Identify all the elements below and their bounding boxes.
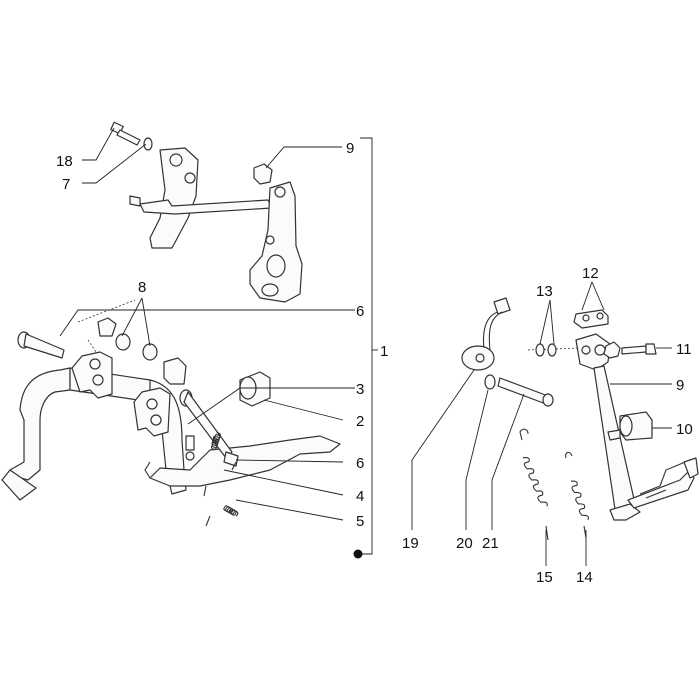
callout-6-lower: 6 bbox=[356, 455, 364, 472]
callout-4: 4 bbox=[356, 488, 364, 505]
bolt-18 bbox=[110, 121, 141, 146]
spring-5 bbox=[205, 461, 239, 527]
group-bracket bbox=[360, 137, 378, 555]
side-stand-10 bbox=[575, 333, 699, 521]
bolt-12 bbox=[603, 341, 657, 359]
spring-4 bbox=[203, 432, 221, 497]
spring-16 bbox=[519, 428, 549, 541]
washers-14 bbox=[527, 343, 581, 357]
callout-14: 13 bbox=[536, 283, 553, 300]
rubber-11 bbox=[607, 411, 653, 441]
callout-13: 12 bbox=[582, 265, 599, 282]
callout-18: 18 bbox=[56, 153, 73, 170]
callout-19: 19 bbox=[402, 535, 419, 552]
bracket-13 bbox=[573, 309, 609, 329]
cross-rod bbox=[139, 199, 273, 215]
callout-15: 14 bbox=[576, 569, 593, 586]
callout-9: 9 bbox=[346, 140, 354, 157]
stand-foot bbox=[149, 435, 341, 487]
bolt-21 bbox=[497, 377, 554, 407]
callout-5: 5 bbox=[356, 513, 364, 530]
callout-16: 15 bbox=[536, 569, 553, 586]
callout-7: 7 bbox=[62, 176, 70, 193]
callout-12: 11 bbox=[676, 341, 692, 358]
side-stand-switch-19 bbox=[461, 297, 511, 371]
nut-9 bbox=[253, 163, 273, 185]
bolt-6-lower bbox=[179, 389, 239, 467]
washer-7 bbox=[143, 137, 153, 151]
spring-15 bbox=[565, 451, 589, 539]
callout-8: 8 bbox=[138, 279, 146, 296]
callout-6-upper: 6 bbox=[356, 303, 364, 320]
callout-labels: 18 7 9 8 6 1 3 2 6 4 5 12 13 11 9 10 19 … bbox=[56, 140, 693, 586]
callout-3: 3 bbox=[356, 381, 364, 398]
bolt-6-upper bbox=[17, 331, 65, 359]
washer-20 bbox=[484, 374, 496, 390]
stand-leg-left bbox=[9, 367, 71, 481]
right-bracket-plate bbox=[249, 181, 303, 303]
callout-1: 1 bbox=[380, 343, 388, 360]
rubber-buffer-2 bbox=[239, 371, 271, 407]
bushings-8 bbox=[97, 317, 187, 385]
callout-11: 10 bbox=[676, 421, 693, 438]
callout-10: 9 bbox=[676, 377, 684, 394]
center-stand bbox=[1, 351, 341, 501]
leader-lines bbox=[59, 127, 672, 566]
assembly-end-dot bbox=[353, 549, 363, 559]
callout-21: 21 bbox=[482, 535, 499, 552]
mounting-bracket-assembly bbox=[110, 121, 303, 303]
callout-20: 20 bbox=[456, 535, 473, 552]
callout-2: 2 bbox=[356, 413, 364, 430]
